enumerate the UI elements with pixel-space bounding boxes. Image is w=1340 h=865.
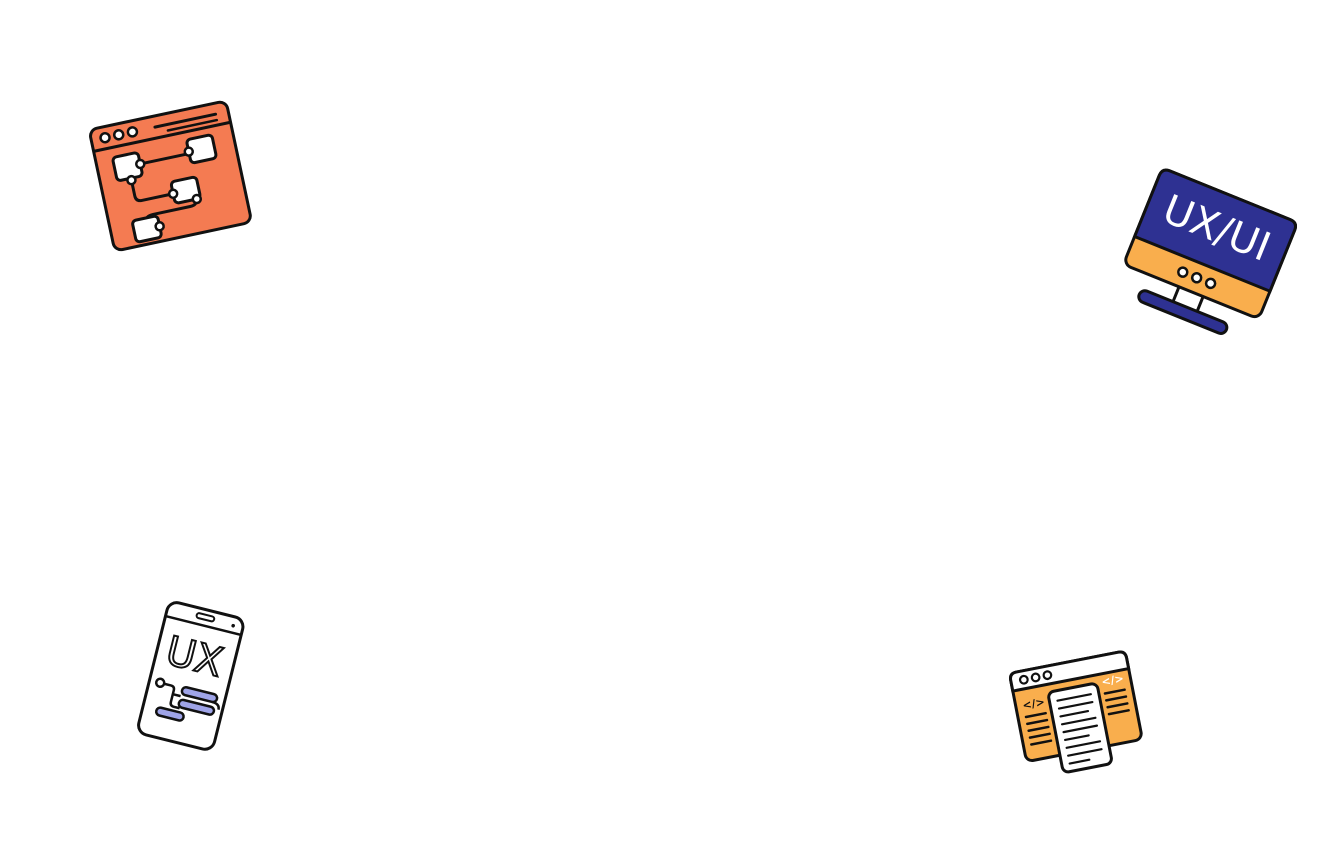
flowchart-browser-icon [89,100,252,252]
code-document-browser-icon: </> </> [1009,650,1143,774]
phone-screen-text: UX [161,628,227,686]
ux-ui-monitor-icon: UX/UI [1124,168,1297,335]
ux-phone-icon: UX [137,601,245,751]
code-tag-left: </> [1021,695,1046,712]
code-tag-right: </> [1100,672,1125,689]
